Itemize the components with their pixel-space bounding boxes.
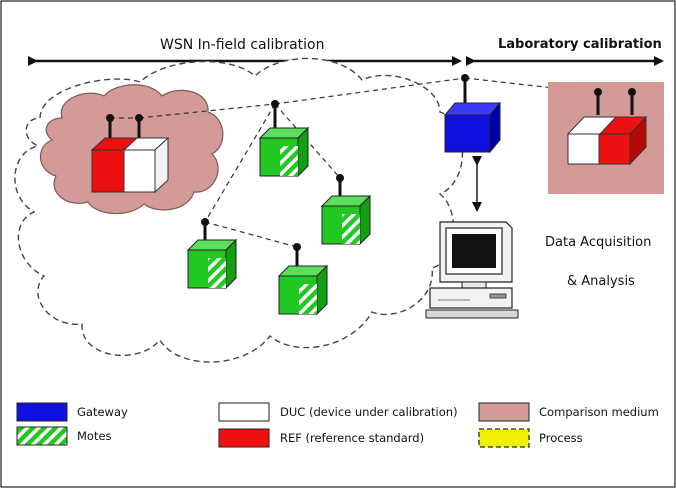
laboratory-label: Laboratory calibration: [498, 37, 662, 52]
mote-4: [277, 243, 329, 316]
wsn-infield-label: WSN In-field calibration: [160, 37, 325, 53]
legend-duc-swatch: [218, 402, 270, 422]
legend-motes-swatch: [16, 426, 68, 446]
mote-1: [258, 100, 310, 178]
legend-gateway-label: Gateway: [77, 405, 128, 419]
lab-calibration-device: [566, 88, 648, 166]
field-calibration-device: [90, 114, 170, 194]
legend-duc-label: DUC (device under calibration): [280, 405, 458, 419]
mote-3: [186, 218, 238, 290]
gateway-node: [443, 74, 502, 154]
analysis-label: & Analysis: [567, 274, 635, 289]
computer-icon: [425, 221, 519, 319]
legend-ref-label: REF (reference standard): [280, 431, 425, 445]
legend-gateway-swatch: [16, 402, 68, 422]
legend-process-swatch: [478, 428, 530, 448]
legend-process-label: Process: [539, 431, 583, 445]
legend-ref-swatch: [218, 428, 270, 448]
legend-comparison-label: Comparison medium: [539, 405, 659, 419]
legend-motes-label: Motes: [77, 429, 112, 443]
legend-comparison-swatch: [478, 402, 530, 422]
data-acquisition-label: Data Acquisition: [545, 235, 652, 250]
mote-2: [320, 174, 372, 246]
